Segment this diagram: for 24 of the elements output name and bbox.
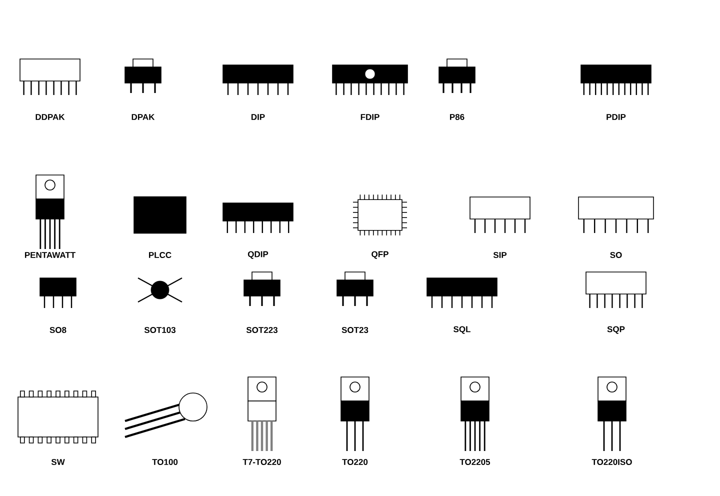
package-label: DDPAK	[36, 114, 65, 120]
package-label: SOT103	[144, 327, 176, 334]
package-label: T7-TO220	[242, 459, 281, 465]
package-label: DPAK	[132, 114, 155, 120]
package-label: TO220ISO	[592, 459, 632, 465]
package-label: SQL	[454, 326, 470, 334]
package-label: PDIP	[606, 114, 626, 120]
package-label: PENTAWATT	[25, 252, 76, 258]
package-label: TO2205	[460, 459, 490, 465]
package-label: DIP	[251, 114, 265, 120]
package-label: SW	[51, 459, 65, 465]
package-label: TO100	[152, 459, 178, 465]
package-label: SO8	[50, 327, 66, 333]
package-label: QFP	[372, 251, 388, 259]
package-label: SOT223	[246, 327, 278, 334]
package-label: P86	[450, 114, 464, 120]
package-label: TO220	[342, 459, 368, 465]
package-label: SOT23	[342, 327, 368, 334]
package-label: SQP	[607, 326, 625, 334]
package-label: PLCC	[149, 252, 172, 258]
package-label: QDIP	[248, 251, 268, 259]
package-label: SIP	[493, 252, 507, 258]
package-label: FDIP	[360, 114, 380, 120]
package-label: SO	[610, 252, 622, 258]
